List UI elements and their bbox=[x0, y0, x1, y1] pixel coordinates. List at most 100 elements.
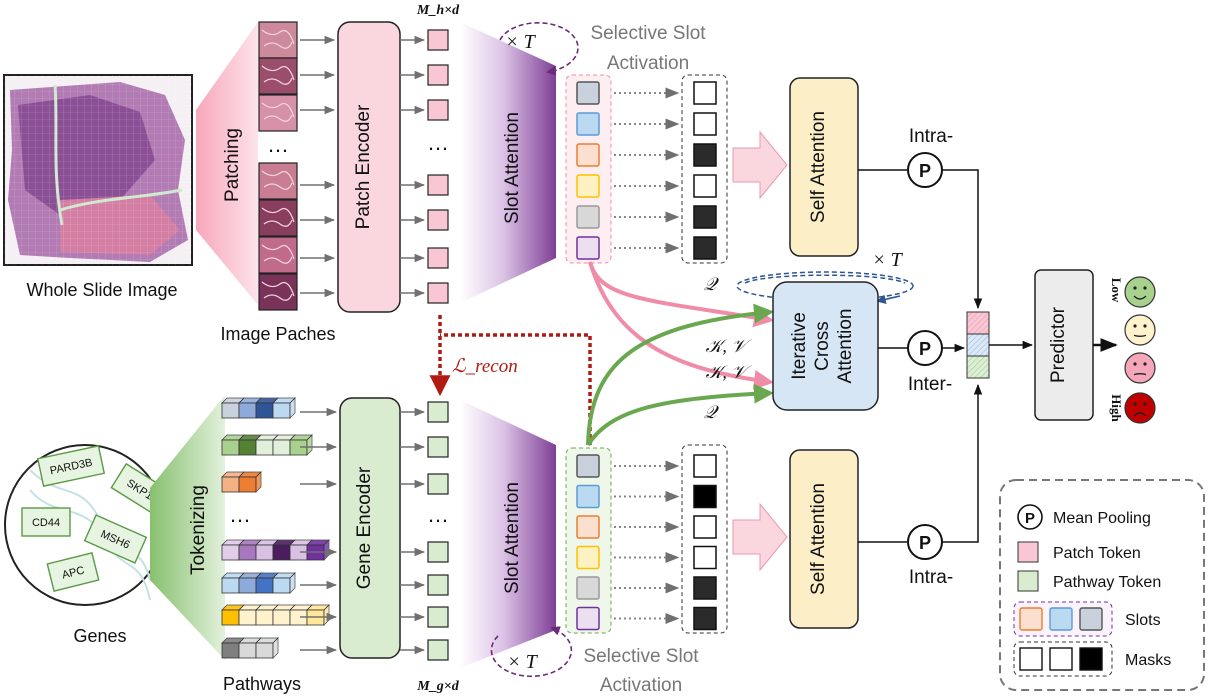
wsi-caption: Whole Slide Image bbox=[26, 280, 177, 300]
image-patch-texture bbox=[261, 244, 295, 264]
face-eye bbox=[1133, 402, 1137, 406]
slot-attention-bottom bbox=[460, 400, 556, 668]
pathway-token bbox=[427, 473, 449, 495]
cross-attention-line3: Attention bbox=[835, 309, 856, 384]
gene-tag-box bbox=[21, 507, 71, 537]
cube-front bbox=[255, 577, 274, 594]
kv-label-top: 𝒦, 𝒱 bbox=[706, 336, 753, 356]
dims-top: M_h×d bbox=[416, 3, 460, 18]
legend-mean-pooling: Mean Pooling bbox=[1053, 510, 1151, 527]
slot-top bbox=[576, 112, 600, 136]
slot-top bbox=[576, 205, 600, 229]
token-ellipsis: … bbox=[427, 502, 449, 527]
fused-token bbox=[966, 311, 990, 379]
cube-front bbox=[272, 544, 291, 561]
cube-front bbox=[221, 609, 240, 626]
pathway-bar bbox=[221, 604, 330, 626]
cube-front bbox=[272, 439, 291, 456]
pathway-token bbox=[427, 639, 449, 661]
cube-front bbox=[221, 577, 240, 594]
cube-front bbox=[272, 402, 291, 419]
face-mouth bbox=[1133, 295, 1147, 300]
pool-intra-top-symbol: P bbox=[919, 161, 931, 181]
cube-front bbox=[255, 402, 274, 419]
risk-face bbox=[1124, 352, 1156, 384]
patch-encoder-box bbox=[337, 21, 401, 313]
line-pool-bottom-fusion bbox=[942, 383, 983, 543]
selective-slot-top-line2: Activation bbox=[607, 53, 689, 74]
cube-front bbox=[272, 609, 291, 626]
slot-top bbox=[576, 81, 600, 105]
patch-token bbox=[427, 247, 449, 269]
face-mouth bbox=[1133, 373, 1147, 376]
masks-bottom bbox=[693, 454, 717, 631]
cube-front bbox=[238, 402, 257, 419]
pathway-token bbox=[427, 401, 449, 423]
slot-top bbox=[576, 174, 600, 198]
image-patch bbox=[258, 199, 298, 237]
patch-encoder-label: Patch Encoder bbox=[353, 104, 374, 229]
iteration-loop-bottom bbox=[490, 626, 573, 678]
patch-token bbox=[427, 209, 449, 231]
patch-token bbox=[427, 29, 449, 51]
query-label-top: 𝒬 bbox=[704, 274, 720, 294]
cube-side bbox=[289, 397, 296, 419]
cube-front bbox=[255, 642, 274, 659]
slot-attention-top bbox=[460, 22, 556, 303]
patch-ellipsis: … bbox=[267, 132, 289, 157]
face-eye bbox=[1143, 286, 1147, 290]
image-patch-texture bbox=[261, 102, 295, 122]
kv-label-bottom: 𝒦, 𝒱 bbox=[706, 362, 753, 382]
cube-front bbox=[238, 544, 257, 561]
pathway-bar bbox=[221, 539, 330, 561]
query-label-bottom: 𝒬 bbox=[704, 402, 720, 422]
face-eye bbox=[1143, 324, 1147, 328]
pathway-bar bbox=[221, 397, 296, 419]
gene-tag-box bbox=[36, 445, 106, 487]
gene-tag: PARD3B bbox=[36, 445, 106, 487]
pathway-bar bbox=[221, 471, 262, 493]
patching-step: Patching bbox=[196, 22, 258, 305]
pathways-caption: Pathways bbox=[223, 674, 301, 694]
pathway-ellipsis: … bbox=[229, 502, 251, 527]
cube-front bbox=[238, 642, 257, 659]
intra-label-top: Intra- bbox=[909, 126, 953, 147]
slot-bottom bbox=[576, 606, 600, 631]
whole-slide-image: Whole Slide Image bbox=[3, 74, 193, 300]
image-patch bbox=[258, 236, 298, 274]
slot-bottom bbox=[576, 484, 600, 509]
gene-tag: MSH6 bbox=[83, 514, 148, 564]
iter-label-top: × T bbox=[505, 31, 536, 53]
pathway-bars: … bbox=[221, 397, 330, 659]
pathway-token bbox=[427, 541, 449, 563]
token-ellipsis: … bbox=[427, 130, 449, 155]
mask-bottom bbox=[693, 576, 717, 600]
dims-bottom: M_g×d bbox=[416, 679, 459, 694]
gene-encoder-label: Gene Encoder bbox=[354, 466, 375, 589]
face-eye bbox=[1143, 362, 1147, 366]
cube-front bbox=[238, 476, 257, 493]
cross-attention-line1: Iterative bbox=[789, 312, 810, 380]
block-arrow-top bbox=[732, 130, 788, 200]
pathway-token bbox=[427, 606, 449, 628]
cube-side bbox=[255, 471, 262, 493]
cube-front bbox=[221, 402, 240, 419]
legend-pool-symbol: P bbox=[1025, 510, 1035, 527]
pathway-bar bbox=[221, 572, 296, 594]
cube-front bbox=[221, 476, 240, 493]
image-patch-texture bbox=[261, 170, 295, 190]
cube-front bbox=[255, 439, 274, 456]
mask-top bbox=[693, 81, 717, 105]
mask-bottom bbox=[693, 606, 717, 631]
pathway-bar bbox=[221, 434, 313, 456]
kv-arrow-top bbox=[588, 261, 774, 390]
image-patches: … bbox=[258, 21, 298, 311]
legend-patch-token: Patch Token bbox=[1053, 545, 1141, 562]
gene-name: CD44 bbox=[32, 517, 60, 529]
image-patch-texture bbox=[261, 281, 295, 301]
mask-top bbox=[693, 143, 717, 167]
image-patch-texture bbox=[261, 65, 295, 85]
genes-caption: Genes bbox=[73, 626, 126, 646]
mask-bottom bbox=[693, 545, 717, 570]
iter-label-bottom: × T bbox=[507, 651, 538, 673]
